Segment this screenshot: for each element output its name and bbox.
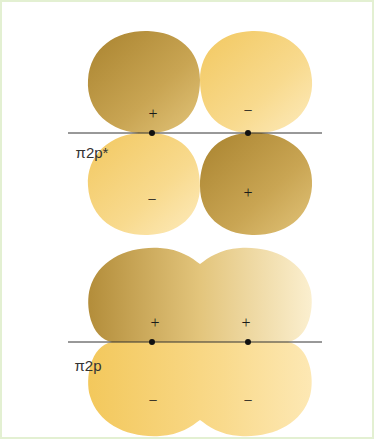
phase-sign: − bbox=[147, 192, 156, 208]
nucleus-dot bbox=[245, 130, 251, 136]
orbital-label: π2p* bbox=[76, 145, 109, 160]
phase-sign: + bbox=[241, 315, 250, 331]
lobe bbox=[200, 31, 312, 133]
phase-sign: − bbox=[243, 103, 252, 119]
nucleus-dot bbox=[149, 339, 155, 345]
lobe bbox=[200, 133, 312, 235]
nucleus-dot bbox=[149, 130, 155, 136]
phase-sign: + bbox=[148, 106, 157, 122]
lobe bbox=[88, 31, 200, 133]
phase-sign: + bbox=[243, 185, 252, 201]
lobe bbox=[88, 248, 312, 342]
internuclear-axis bbox=[68, 342, 322, 343]
phase-sign: − bbox=[243, 393, 252, 409]
internuclear-axis bbox=[68, 133, 322, 134]
nucleus-dot bbox=[245, 339, 251, 345]
phase-sign: − bbox=[148, 393, 157, 409]
lobe bbox=[88, 342, 312, 436]
phase-sign: + bbox=[150, 315, 159, 331]
orbital-label: π2p bbox=[74, 358, 101, 373]
